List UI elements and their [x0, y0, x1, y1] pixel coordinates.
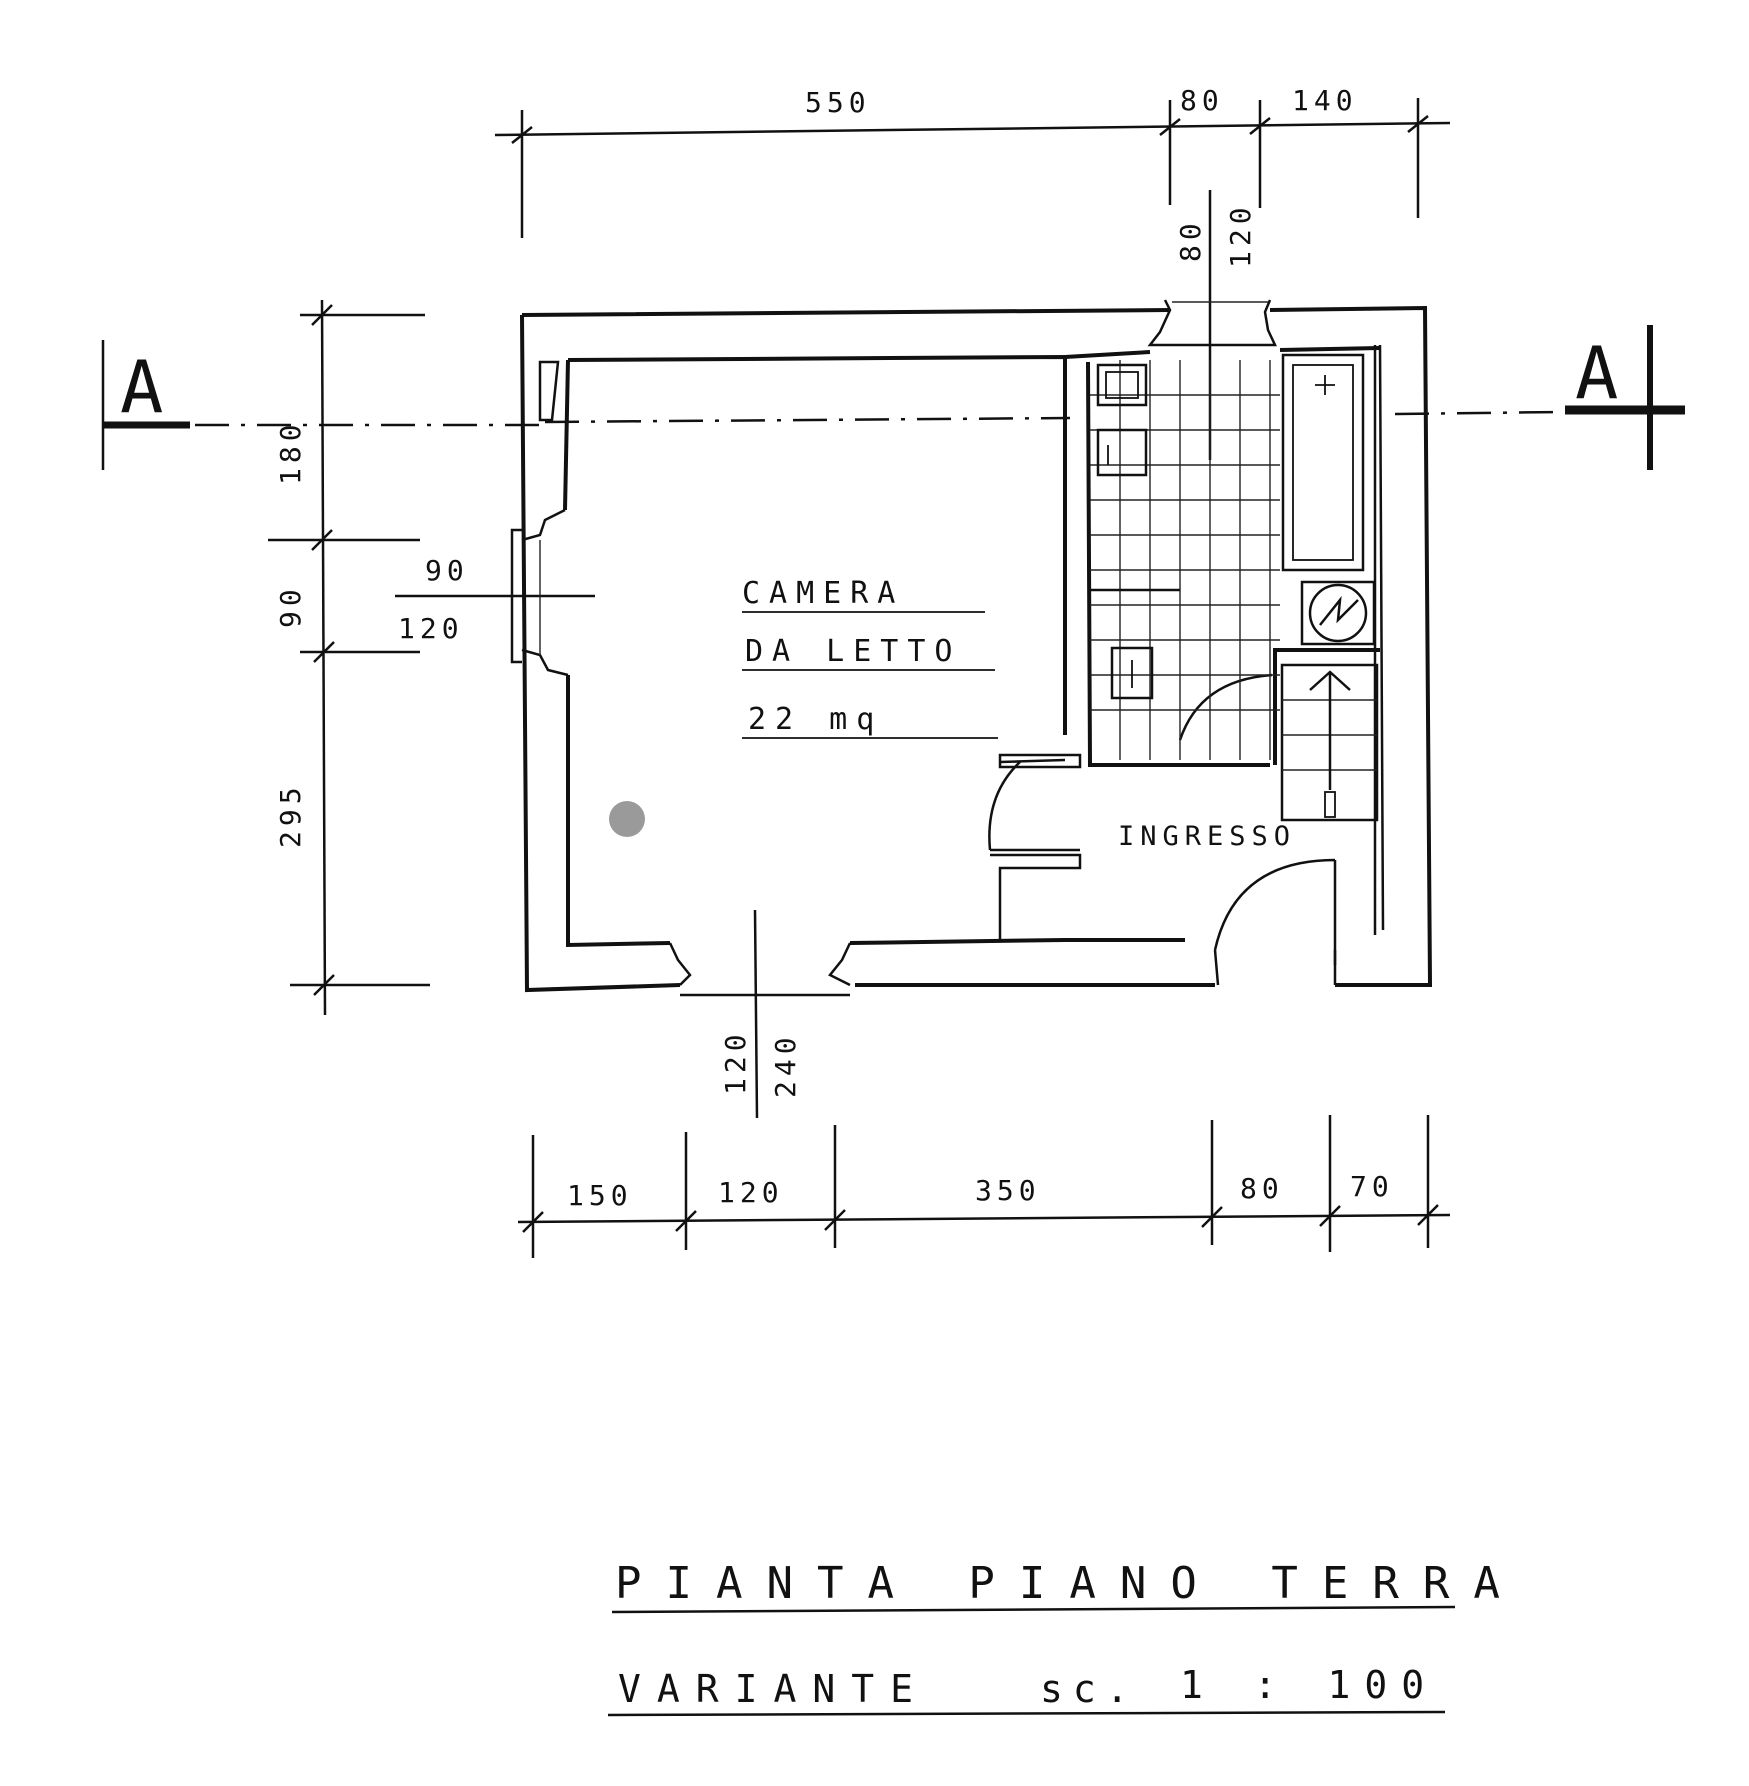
dim-left-window-120: 120 — [398, 612, 464, 645]
title-underline — [611, 1605, 1456, 1614]
section-mark-right: A — [1575, 331, 1618, 415]
room-label-ingresso: INGRESSO — [1118, 821, 1296, 852]
sink-icon — [1110, 646, 1154, 700]
stairs-icon — [1280, 663, 1379, 822]
dim-left-295: 295 — [274, 782, 307, 848]
section-line-a — [101, 325, 1685, 470]
dim-top-vertical-80: 80 — [1174, 218, 1207, 262]
bottom-dimension-chain — [517, 1115, 1451, 1258]
left-dimension-chain — [268, 299, 430, 1016]
marker-dot — [609, 801, 645, 837]
dim-left-90: 90 — [274, 584, 307, 628]
dim-top-80: 80 — [1180, 84, 1224, 117]
dim-bottom-80: 80 — [1240, 1172, 1284, 1205]
dim-top-140: 140 — [1292, 84, 1358, 117]
bathroom-tiles — [1090, 360, 1280, 760]
section-mark-left: A — [120, 345, 163, 429]
top-dimension-chain — [494, 98, 1451, 238]
dim-top-vertical-120: 120 — [1224, 202, 1257, 268]
dim-bottom-350: 350 — [975, 1174, 1041, 1207]
dim-top-550: 550 — [805, 86, 871, 119]
scale-value: 1 : 100 — [1180, 1663, 1438, 1707]
toilet-icon — [1096, 363, 1148, 407]
dim-bottom-window-240: 240 — [769, 1032, 802, 1098]
bidet-icon — [1096, 428, 1148, 477]
boiler-icon — [1300, 580, 1376, 646]
bathtub-icon — [1281, 353, 1365, 572]
variant-underline — [607, 1710, 1446, 1717]
dim-bottom-150: 150 — [567, 1179, 633, 1212]
scale-label: sc. — [1040, 1667, 1139, 1711]
room-label-camera: CAMERA — [742, 576, 904, 611]
variant-label: VARIANTE — [618, 1667, 929, 1711]
room-area-label: 22 mq — [748, 702, 883, 737]
plan-title: PIANTA PIANO TERRA — [615, 1558, 1524, 1609]
dim-bottom-70: 70 — [1350, 1170, 1394, 1203]
dim-bottom-window-120: 120 — [719, 1029, 752, 1095]
dim-left-180: 180 — [274, 419, 307, 485]
dim-left-window-90: 90 — [425, 554, 469, 587]
room-label-da-letto: DA LETTO — [745, 634, 962, 669]
dim-bottom-120: 120 — [718, 1176, 784, 1209]
